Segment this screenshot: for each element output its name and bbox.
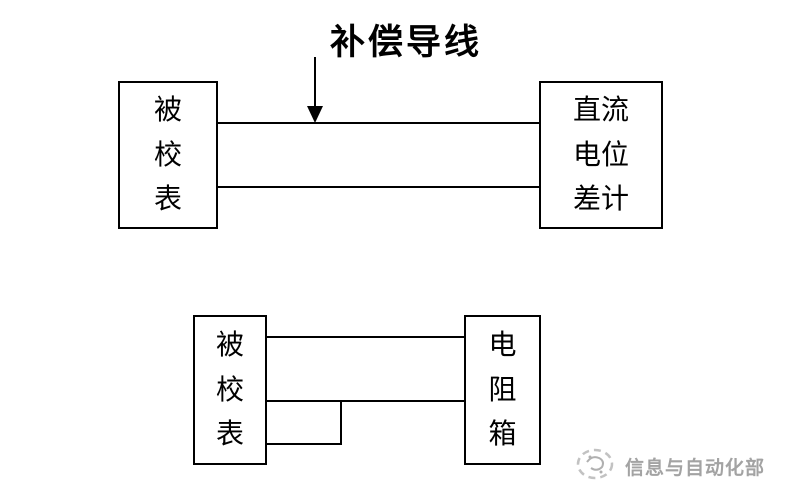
compensation-wire-label: 补偿导线 <box>330 23 483 63</box>
down-arrow-icon <box>314 57 316 108</box>
bottom-diagram-upper-wire <box>267 336 464 338</box>
resistance-box-box: 电 阻 箱 <box>464 315 541 465</box>
bottom-diagram-middle-wire <box>267 400 464 402</box>
top-diagram-upper-wire <box>218 122 539 124</box>
meter-under-calibration-box-top: 被 校 表 <box>118 81 218 229</box>
bottom-diagram-stub-wire-horizontal <box>267 443 342 445</box>
watermark-text: 信息与自动化部 <box>625 456 766 479</box>
top-diagram-lower-wire <box>218 186 539 188</box>
dc-potentiometer-box: 直流 电位 差计 <box>539 81 663 229</box>
gray-logo-icon <box>574 444 616 488</box>
watermark: 信息与自动化部 <box>574 444 765 488</box>
bottom-diagram-stub-wire-vertical <box>340 400 342 445</box>
down-arrow-head-icon <box>307 106 323 123</box>
meter-under-calibration-box-bottom: 被 校 表 <box>193 315 267 465</box>
